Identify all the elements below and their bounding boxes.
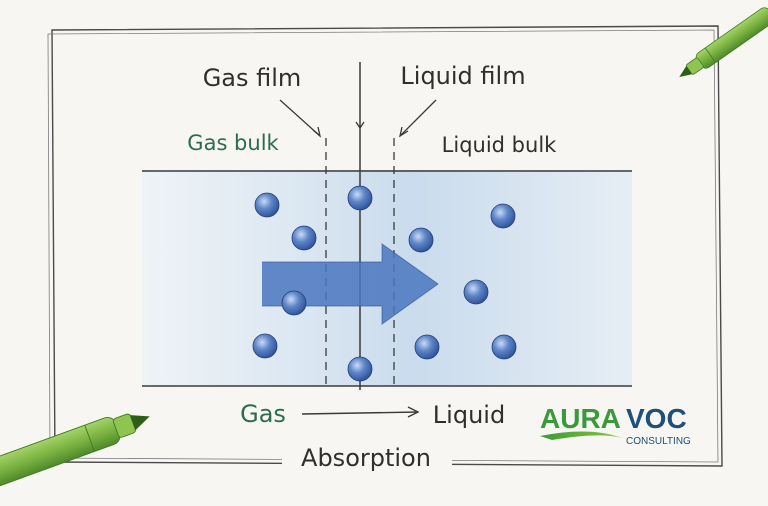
green-pen-icon bbox=[0, 413, 150, 488]
gas-film-label: Gas film bbox=[203, 64, 302, 92]
gas-label: Gas bbox=[240, 400, 286, 428]
molecule-icon bbox=[347, 185, 373, 211]
molecules bbox=[252, 185, 517, 382]
molecule-icon bbox=[490, 203, 516, 229]
molecule-icon bbox=[414, 334, 440, 360]
molecule-icon bbox=[281, 290, 307, 316]
molecule-icon bbox=[252, 333, 278, 359]
absorption-caption-bg bbox=[282, 440, 452, 474]
liquid-film-label: Liquid film bbox=[400, 62, 525, 90]
liquid-film-pointer bbox=[399, 99, 437, 137]
gas-to-liquid-arrow bbox=[301, 406, 420, 418]
liquid-film-pointer-head bbox=[399, 126, 409, 138]
logo-word-voc: VOC bbox=[626, 403, 687, 434]
gas-film-pointer-head bbox=[312, 126, 322, 138]
molecule-icon bbox=[291, 225, 317, 251]
molecule-icon bbox=[491, 334, 517, 360]
liquid-label: Liquid bbox=[433, 401, 505, 429]
interface-pointer-head bbox=[355, 121, 365, 130]
gas-bulk-label: Gas bulk bbox=[187, 131, 279, 155]
molecule-icon bbox=[408, 227, 434, 253]
molecule-icon bbox=[463, 279, 489, 305]
label-pointers bbox=[279, 99, 437, 138]
logo-swoosh-icon bbox=[540, 431, 622, 440]
logo-word-aura: AURA bbox=[540, 403, 621, 434]
molecule-icon bbox=[254, 192, 280, 218]
absorption-caption: Absorption bbox=[301, 444, 431, 472]
sketch-frame bbox=[47, 25, 723, 467]
liquid-bulk-label: Liquid bulk bbox=[442, 133, 557, 157]
logo-tagline: CONSULTING bbox=[626, 436, 691, 447]
molecule-icon bbox=[347, 356, 373, 382]
green-pen-icon bbox=[679, 7, 768, 78]
aura-voc-logo: AURA VOC CONSULTING bbox=[540, 403, 691, 447]
